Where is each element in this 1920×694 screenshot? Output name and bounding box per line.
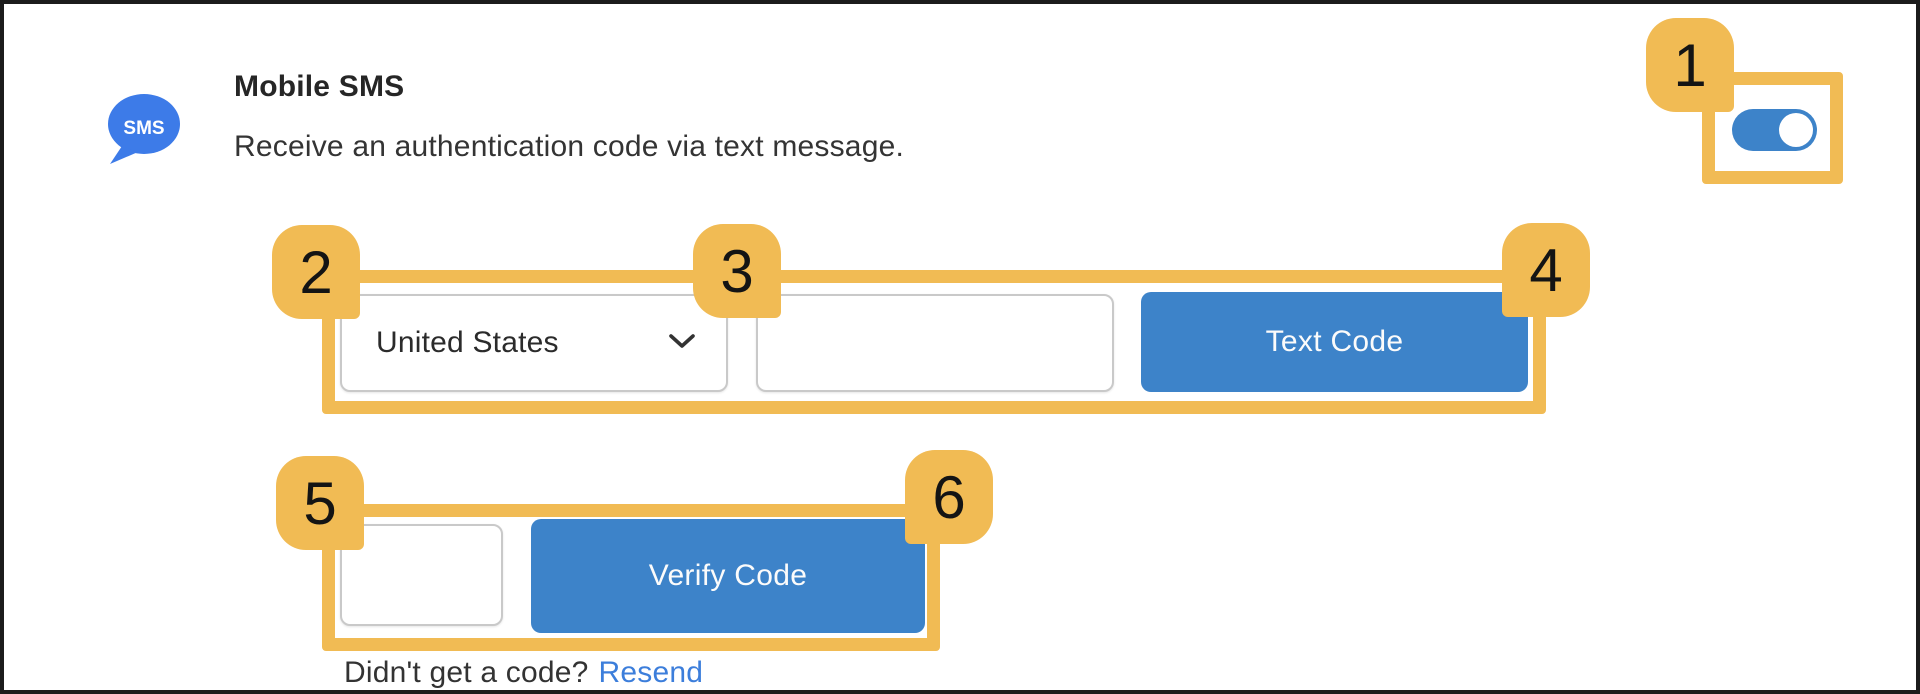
callout-badge-3: 3 xyxy=(693,224,781,318)
callout-badge-2: 2 xyxy=(272,225,360,319)
country-select[interactable]: United States xyxy=(340,294,728,392)
sms-enable-toggle[interactable] xyxy=(1732,109,1817,151)
resend-link[interactable]: Resend xyxy=(598,656,704,689)
phone-number-input[interactable] xyxy=(756,294,1114,392)
callout-badge-6: 6 xyxy=(905,450,993,544)
callout-badge-5: 5 xyxy=(276,456,364,550)
page-description: Receive an authentication code via text … xyxy=(234,130,904,163)
callout-badge-1: 1 xyxy=(1646,18,1734,112)
verification-code-input[interactable] xyxy=(340,524,503,626)
page-title: Mobile SMS xyxy=(234,70,405,103)
verify-code-button[interactable]: Verify Code xyxy=(531,519,925,633)
resend-row: Didn't get a code? Resend xyxy=(344,656,703,690)
resend-prompt: Didn't get a code? xyxy=(344,656,589,689)
toggle-knob xyxy=(1779,113,1813,147)
chevron-down-icon xyxy=(668,332,696,355)
text-code-button[interactable]: Text Code xyxy=(1141,292,1528,392)
country-select-value: United States xyxy=(376,326,559,359)
callout-box-toggle xyxy=(1702,72,1843,184)
callout-badge-4: 4 xyxy=(1502,223,1590,317)
sms-bubble-icon: SMS xyxy=(104,90,184,170)
svg-text:SMS: SMS xyxy=(123,118,164,139)
